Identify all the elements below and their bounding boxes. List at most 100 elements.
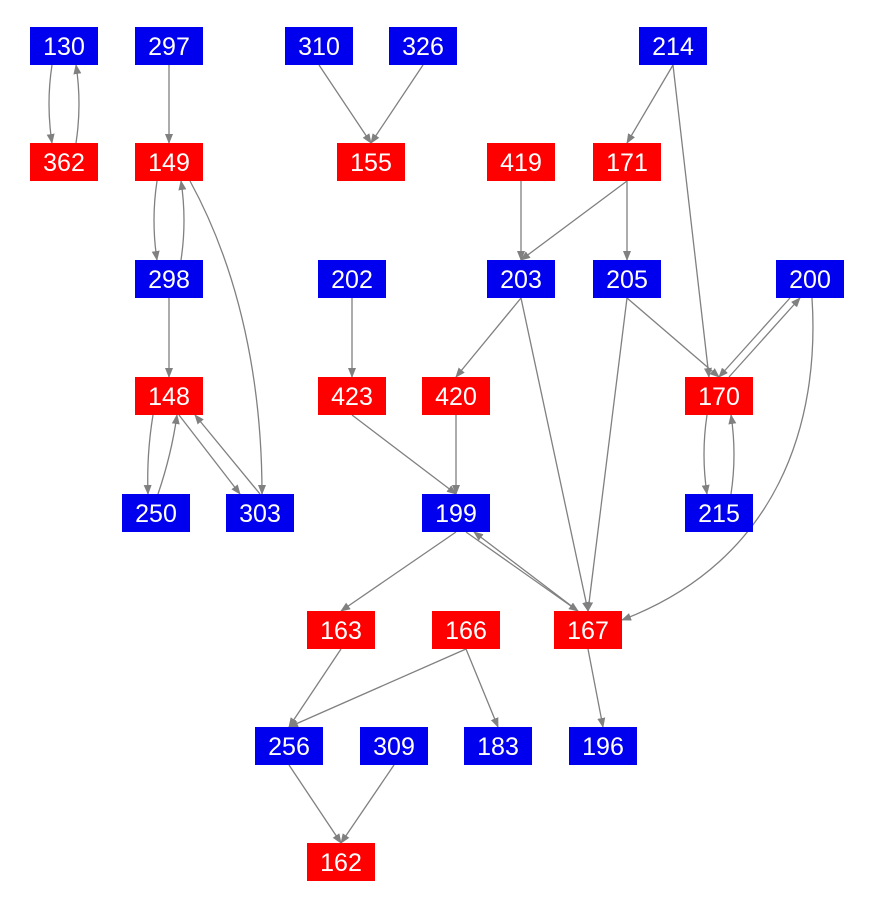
node-label-256: 256 — [268, 733, 310, 761]
node-303: 303 — [226, 494, 294, 532]
node-box-200 — [776, 260, 844, 298]
edge-200-to-167 — [621, 297, 814, 621]
node-label-362: 362 — [43, 149, 85, 177]
edge-163-to-256 — [288, 648, 342, 728]
node-box-170 — [685, 377, 753, 415]
node-label-303: 303 — [239, 500, 281, 528]
node-label-148: 148 — [148, 383, 190, 411]
node-box-215 — [685, 494, 753, 532]
node-box-205 — [593, 260, 661, 298]
node-box-196 — [569, 727, 637, 765]
node-166: 166 — [432, 611, 500, 649]
edge-362-to-130 — [73, 64, 82, 144]
node-box-162 — [307, 843, 375, 881]
node-box-130 — [30, 27, 98, 65]
edge-309-to-162 — [340, 764, 395, 844]
edge-298-to-149 — [178, 180, 187, 261]
node-box-303 — [226, 494, 294, 532]
node-362: 362 — [30, 143, 98, 181]
node-label-200: 200 — [789, 266, 831, 294]
node-box-250 — [122, 494, 190, 532]
edge-203-to-420 — [455, 297, 522, 378]
nodes: 130 297 310 326 214 362 149 155 419 171 298 202 203 2… — [30, 27, 844, 881]
node-box-166 — [432, 611, 500, 649]
node-202: 202 — [318, 260, 386, 298]
node-214: 214 — [639, 27, 707, 65]
node-box-163 — [307, 611, 375, 649]
node-box-298 — [135, 260, 203, 298]
node-label-205: 205 — [606, 266, 648, 294]
node-205: 205 — [593, 260, 661, 298]
node-box-423 — [318, 377, 386, 415]
edge-256-to-162 — [288, 764, 342, 844]
edge-303-to-148 — [194, 414, 261, 495]
node-203: 203 — [487, 260, 555, 298]
node-130: 130 — [30, 27, 98, 65]
edge-326-to-155 — [370, 64, 424, 144]
node-148: 148 — [135, 377, 203, 415]
node-171: 171 — [593, 143, 661, 181]
node-297: 297 — [135, 27, 203, 65]
node-box-297 — [135, 27, 203, 65]
edges — [46, 64, 814, 844]
node-label-196: 196 — [582, 733, 624, 761]
edge-130-to-362 — [46, 64, 55, 144]
node-box-309 — [360, 727, 428, 765]
node-310: 310 — [285, 27, 353, 65]
node-196: 196 — [569, 727, 637, 765]
edge-170-to-215 — [701, 414, 710, 495]
node-label-199: 199 — [435, 500, 477, 528]
node-label-171: 171 — [606, 149, 648, 177]
node-box-155 — [337, 143, 405, 181]
node-box-148 — [135, 377, 203, 415]
edge-166-to-183 — [465, 648, 499, 728]
node-256: 256 — [255, 727, 323, 765]
edge-148-to-303 — [178, 414, 241, 495]
edge-170-to-200 — [728, 297, 801, 378]
node-label-326: 326 — [402, 33, 444, 61]
edge-148-to-250 — [143, 414, 154, 495]
edge-310-to-155 — [318, 64, 372, 144]
node-box-199 — [422, 494, 490, 532]
node-label-310: 310 — [298, 33, 340, 61]
edge-205-to-167 — [585, 297, 628, 612]
node-box-171 — [593, 143, 661, 181]
node-box-362 — [30, 143, 98, 181]
node-label-297: 297 — [148, 33, 190, 61]
node-box-203 — [487, 260, 555, 298]
node-label-419: 419 — [500, 149, 542, 177]
edge-214-to-170 — [672, 64, 712, 378]
node-box-183 — [464, 727, 532, 765]
edge-199-to-163 — [340, 531, 457, 612]
node-199: 199 — [422, 494, 490, 532]
edge-149-to-303 — [189, 180, 266, 495]
node-box-167 — [554, 611, 622, 649]
node-183: 183 — [464, 727, 532, 765]
edge-199-to-167 — [465, 531, 579, 612]
node-label-420: 420 — [435, 383, 477, 411]
edge-205-to-170 — [626, 297, 720, 378]
node-label-298: 298 — [148, 266, 190, 294]
edge-215-to-170 — [728, 414, 737, 495]
node-167: 167 — [554, 611, 622, 649]
node-label-203: 203 — [500, 266, 542, 294]
node-label-155: 155 — [350, 149, 392, 177]
node-label-183: 183 — [477, 733, 519, 761]
edge-167-to-196 — [587, 648, 606, 728]
node-label-423: 423 — [331, 383, 373, 411]
node-label-166: 166 — [445, 617, 487, 645]
node-label-130: 130 — [43, 33, 85, 61]
edge-166-to-256 — [288, 648, 467, 728]
node-label-215: 215 — [698, 500, 740, 528]
node-label-149: 149 — [148, 149, 190, 177]
node-label-250: 250 — [135, 500, 177, 528]
node-215: 215 — [685, 494, 753, 532]
node-163: 163 — [307, 611, 375, 649]
node-label-214: 214 — [652, 33, 694, 61]
node-419: 419 — [487, 143, 555, 181]
edge-149-to-298 — [151, 180, 160, 261]
node-200: 200 — [776, 260, 844, 298]
node-box-420 — [422, 377, 490, 415]
edge-200-to-170 — [718, 297, 791, 378]
